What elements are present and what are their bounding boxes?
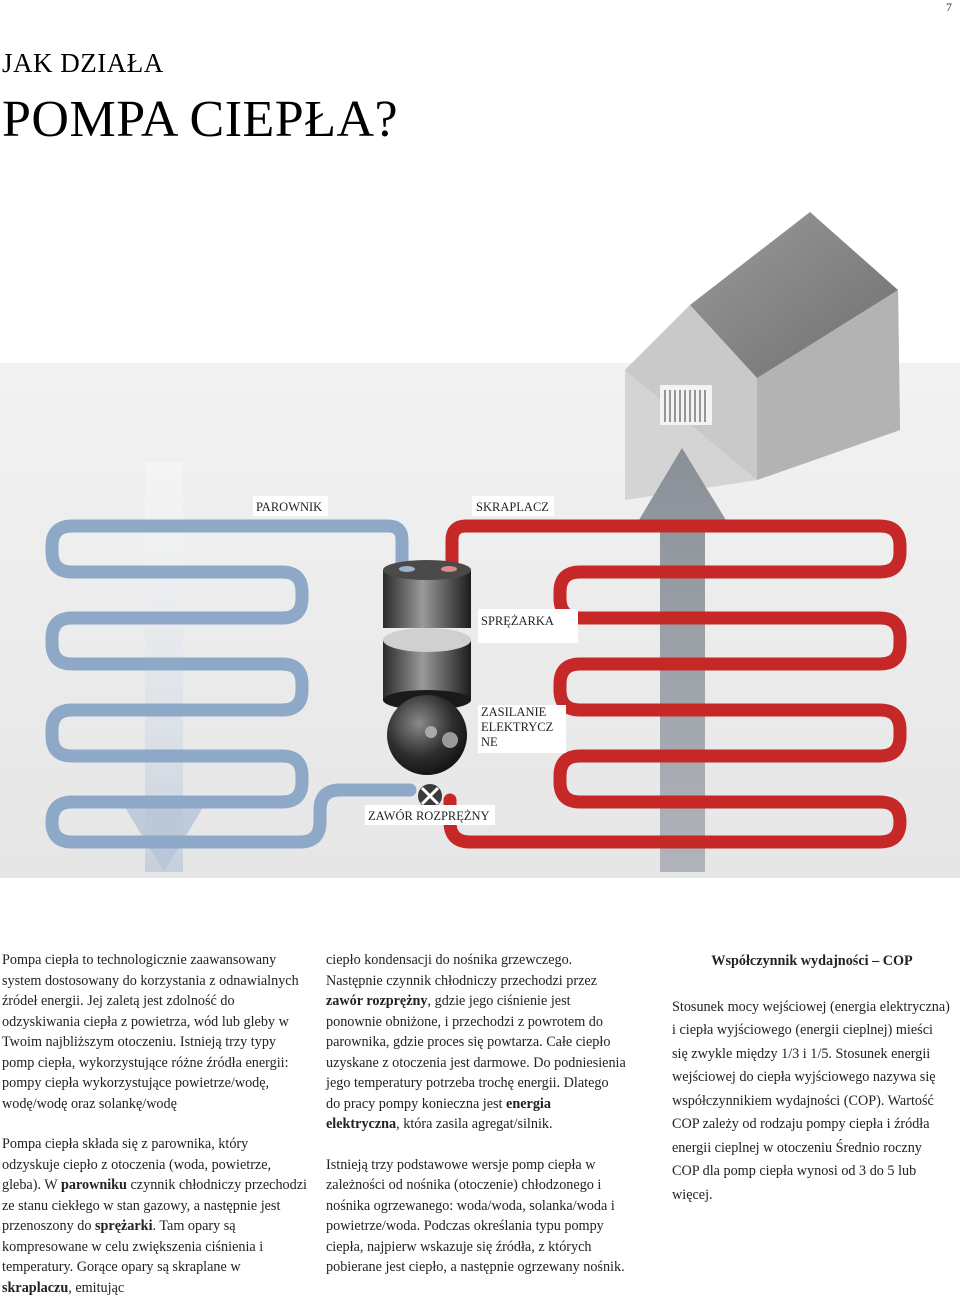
cop-paragraph: Stosunek mocy wejściowej (energia elektr… xyxy=(672,998,950,1203)
components-paragraph: Pompa ciepła składa się z parownika, któ… xyxy=(2,1136,307,1296)
label-compressor-text: SPRĘŻARKA xyxy=(481,614,554,628)
house-illustration xyxy=(625,212,900,500)
text-column-2: ciepło kondensacji do nośnika grzewczego… xyxy=(326,950,626,1278)
label-condenser: SKRAPLACZ xyxy=(472,496,554,516)
label-power-line2: ELEKTRYCZ xyxy=(481,720,553,734)
evaporator-coil xyxy=(45,519,417,849)
label-condenser-text: SKRAPLACZ xyxy=(476,500,549,514)
compressor-illustration xyxy=(383,560,471,775)
label-power-line1: ZASILANIE xyxy=(481,705,547,719)
page-title: POMPA CIEPŁA? xyxy=(2,91,399,148)
cop-heading: Współczynnik wydajności – COP xyxy=(711,953,913,969)
label-compressor: SPRĘŻARKA xyxy=(478,609,578,643)
page-number: 7 xyxy=(946,0,952,14)
text-column-3: Współczynnik wydajności – COP Stosunek m… xyxy=(672,950,952,1207)
label-expansion-valve: ZAWÓR ROZPRĘŻNY xyxy=(365,805,495,825)
text-column-1: Pompa ciepła to technologicznie zaawanso… xyxy=(2,950,307,1298)
label-power: ZASILANIE ELEKTRYCZ NE xyxy=(478,705,566,753)
heat-pump-diagram: PAROWNIK SKRAPLACZ SPRĘŻARKA ZASILANIE E… xyxy=(0,212,960,878)
label-expansion-valve-text: ZAWÓR ROZPRĘŻNY xyxy=(368,809,490,823)
cycle-paragraph: ciepło kondensacji do nośnika grzewczego… xyxy=(326,952,626,1132)
page-kicker: JAK DZIAŁA xyxy=(2,48,164,78)
label-evaporator: PAROWNIK xyxy=(253,496,328,516)
expansion-valve-icon xyxy=(418,784,442,808)
intro-paragraph: Pompa ciepła to technologicznie zaawanso… xyxy=(2,952,299,1112)
label-evaporator-text: PAROWNIK xyxy=(256,500,322,514)
versions-paragraph: Istnieją trzy podstawowe wersje pomp cie… xyxy=(326,1156,625,1276)
condenser-coil xyxy=(443,519,907,849)
label-power-line3: NE xyxy=(481,735,498,749)
house-vent xyxy=(660,385,712,425)
